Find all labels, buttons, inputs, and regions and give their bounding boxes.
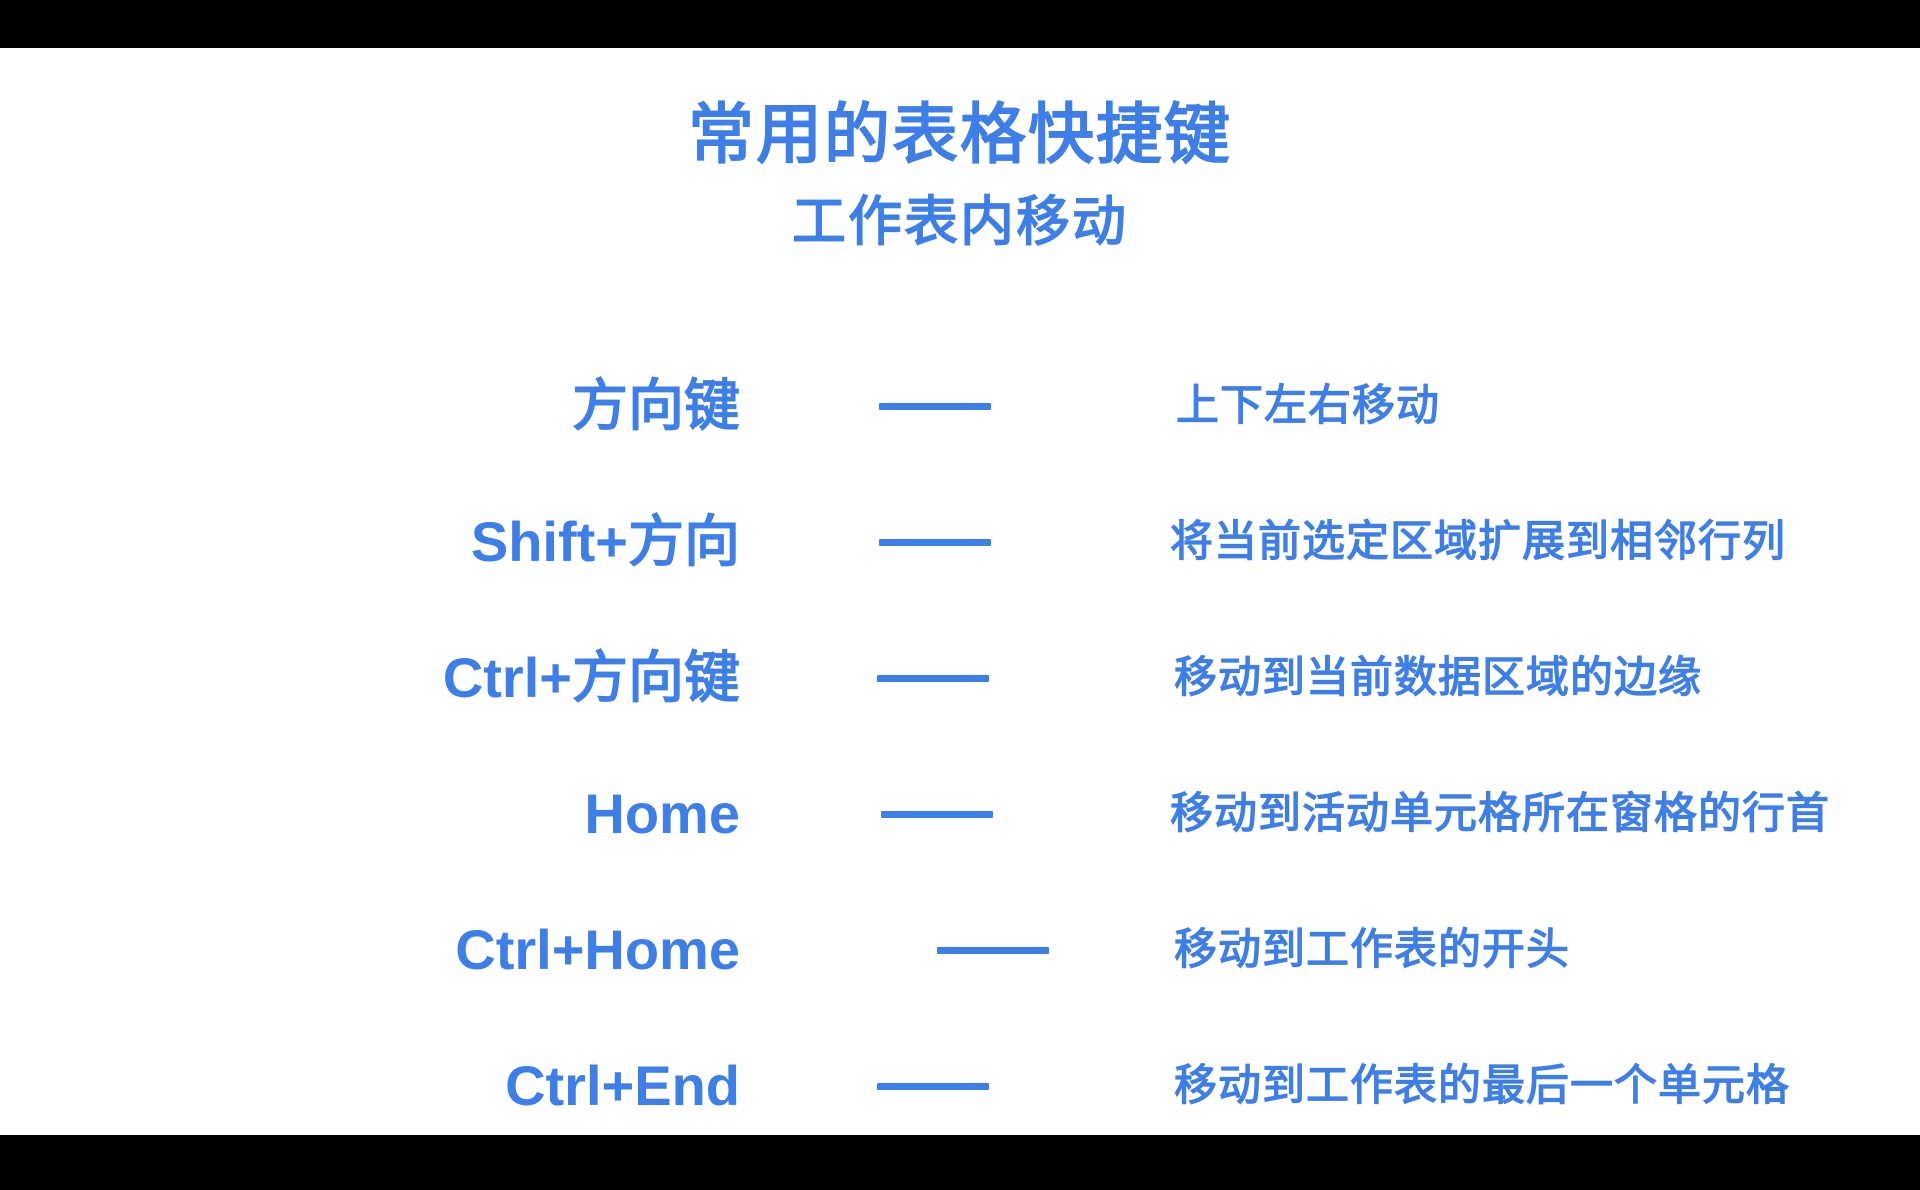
shortcut-key-cell: 方向键 <box>0 374 740 438</box>
shortcut-description-cell: 移动到活动单元格所在窗格的行首 <box>1170 786 1920 842</box>
shortcut-description: 移动到工作表的最后一个单元格 <box>1174 1062 1790 1110</box>
shortcut-description: 移动到当前数据区域的边缘 <box>1174 654 1702 702</box>
shortcut-key: 方向键 <box>572 374 740 437</box>
shortcut-description: 移动到工作表的开头 <box>1174 926 1570 974</box>
shortcut-list: 方向键 上下左右移动 Shift+方向 将当前选定区域扩展到相邻行列 <box>0 338 1920 1135</box>
list-item: Ctrl+End 移动到工作表的最后一个单元格 <box>0 1018 1920 1135</box>
shortcut-key: Ctrl+End <box>505 1054 740 1117</box>
shortcut-description: 移动到活动单元格所在窗格的行首 <box>1170 790 1830 838</box>
separator-cell <box>778 946 1208 954</box>
shortcut-key: Shift+方向 <box>470 510 740 573</box>
letterbox-bottom <box>0 1135 1920 1190</box>
letterbox-top <box>0 0 1920 48</box>
shortcut-key-cell: Ctrl+Home <box>0 918 740 982</box>
separator-cell <box>718 674 1148 682</box>
shortcut-key: Home <box>584 782 740 845</box>
shortcut-key-cell: Ctrl+方向键 <box>0 646 740 710</box>
shortcut-description-cell: 移动到工作表的开头 <box>1170 922 1920 978</box>
page-title: 常用的表格快捷键 <box>688 97 1232 171</box>
list-item: Ctrl+方向键 移动到当前数据区域的边缘 <box>0 610 1920 746</box>
shortcut-description-cell: 将当前选定区域扩展到相邻行列 <box>1170 514 1920 570</box>
shortcut-key-cell: Home <box>0 782 740 846</box>
shortcut-description-cell: 上下左右移动 <box>1170 378 1920 434</box>
page-subtitle: 工作表内移动 <box>792 192 1128 252</box>
list-item: Home 移动到活动单元格所在窗格的行首 <box>0 746 1920 882</box>
shortcut-description: 将当前选定区域扩展到相邻行列 <box>1170 518 1786 566</box>
slide-canvas: 常用的表格快捷键 工作表内移动 方向键 上下左右移动 Shift+方向 <box>0 48 1920 1135</box>
shortcut-key-cell: Ctrl+End <box>0 1054 740 1118</box>
dash-icon <box>879 538 991 546</box>
shortcut-key: Ctrl+Home <box>455 918 740 981</box>
dash-icon <box>877 1082 989 1090</box>
dash-icon <box>877 674 989 682</box>
shortcut-description: 上下左右移动 <box>1176 382 1440 430</box>
title-block: 常用的表格快捷键 工作表内移动 <box>0 92 1920 262</box>
shortcut-description-cell: 移动到当前数据区域的边缘 <box>1170 650 1920 706</box>
list-item: Shift+方向 将当前选定区域扩展到相邻行列 <box>0 474 1920 610</box>
shortcut-key-cell: Shift+方向 <box>0 510 740 574</box>
dash-icon <box>881 810 993 818</box>
list-item: Ctrl+Home 移动到工作表的开头 <box>0 882 1920 1018</box>
separator-cell <box>720 402 1150 410</box>
list-item: 方向键 上下左右移动 <box>0 338 1920 474</box>
shortcut-key: Ctrl+方向键 <box>442 646 740 709</box>
shortcut-description-cell: 移动到工作表的最后一个单元格 <box>1170 1058 1920 1114</box>
separator-cell <box>718 1082 1148 1090</box>
separator-cell <box>720 538 1150 546</box>
dash-icon <box>937 946 1049 954</box>
dash-icon <box>879 402 991 410</box>
separator-cell <box>722 810 1152 818</box>
